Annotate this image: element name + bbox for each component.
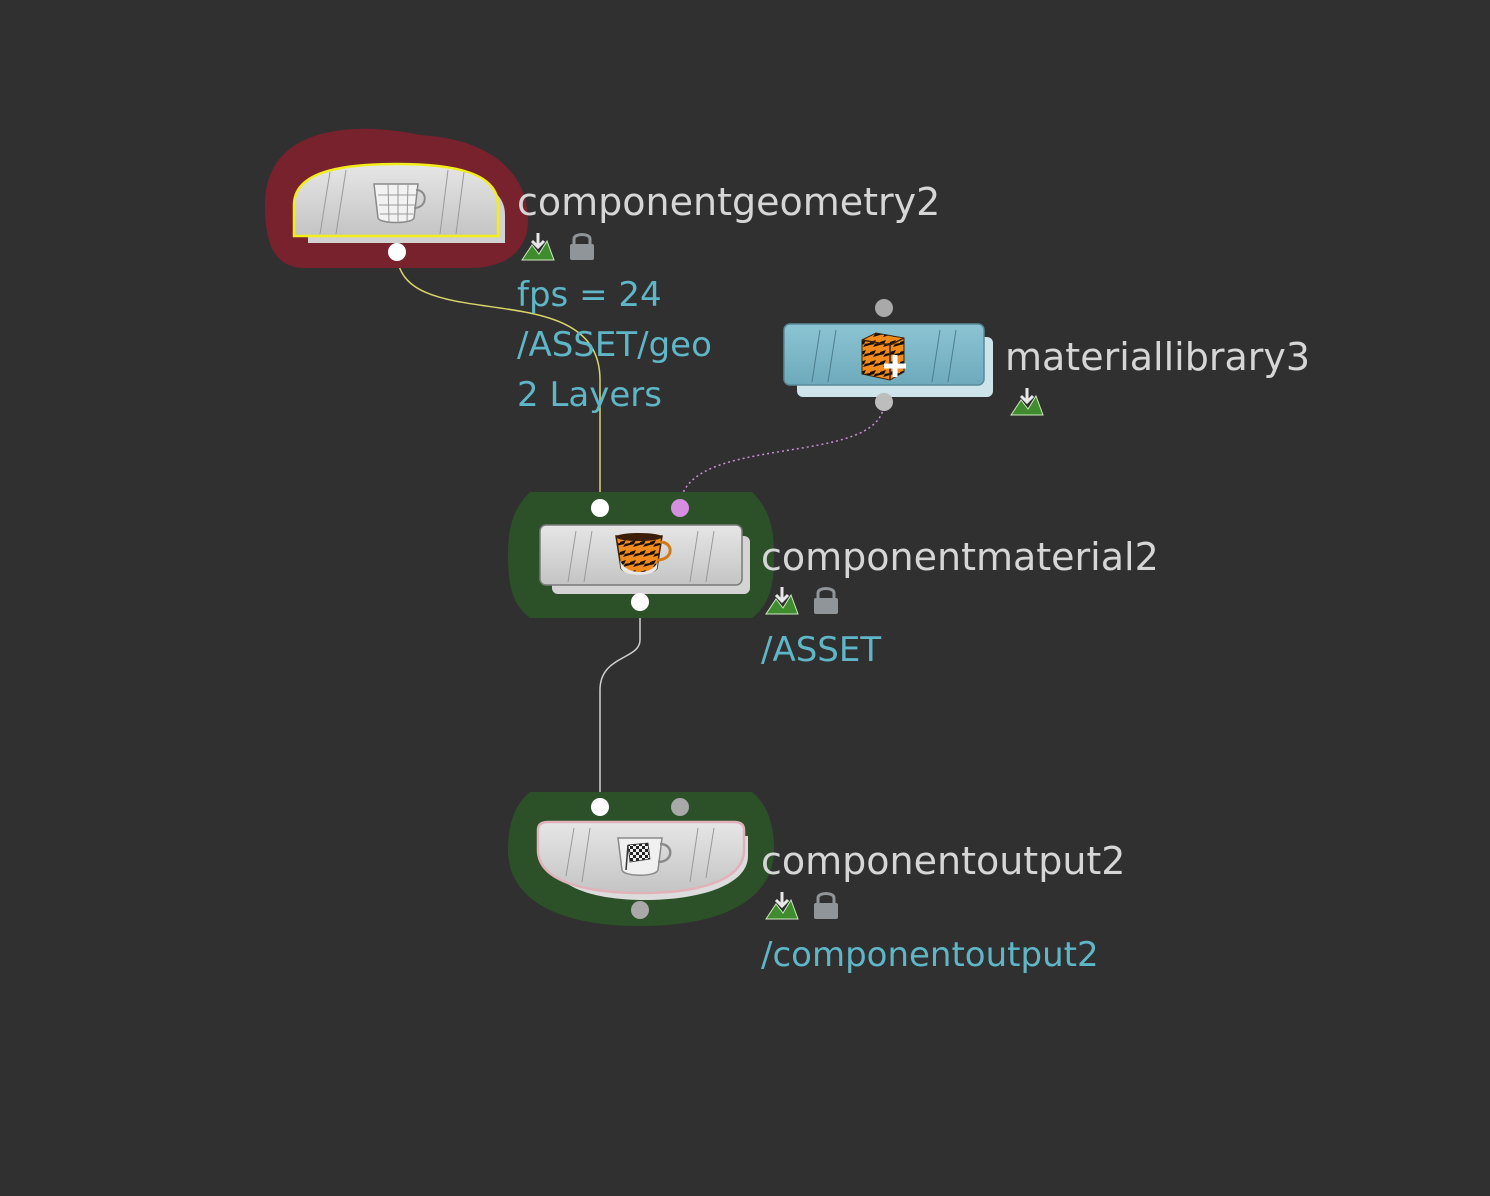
checkered-cup-icon [617,837,672,876]
node-name-label: componentoutput2 [761,839,1126,883]
tiger-cube-plus-icon [861,332,906,381]
output-connector[interactable] [631,593,649,611]
node-name-label: materiallibrary3 [1005,335,1310,379]
node-materiallibrary3[interactable]: materiallibrary3 [783,299,1310,416]
tiger-cup-icon [615,533,672,575]
display-flag-icon[interactable] [765,892,799,920]
connections [396,251,885,807]
node-name-label: componentgeometry2 [517,180,940,224]
info-path: /ASSET/geo [517,325,712,365]
lock-icon[interactable] [570,233,594,261]
lock-icon[interactable] [814,892,838,920]
output-connector[interactable] [875,393,893,411]
node-name-label: componentmaterial2 [761,535,1159,579]
info-path: /ASSET [761,630,881,670]
lock-icon[interactable] [814,587,838,615]
wire-materiallibrary-to-material[interactable] [679,401,885,509]
node-componentgeometry2[interactable]: componentgeometry2 fps = 24 /ASSET/geo 2… [265,128,940,415]
input-connector-material[interactable] [671,499,689,517]
input-connector-secondary[interactable] [671,798,689,816]
wire-material-to-output[interactable] [599,602,641,807]
node-componentmaterial2[interactable]: componentmaterial2 /ASSET [508,492,1159,670]
input-connector[interactable] [591,798,609,816]
display-flag-icon[interactable] [765,587,799,615]
info-layers: 2 Layers [517,375,662,415]
output-connector[interactable] [631,901,649,919]
input-connector-geometry[interactable] [591,499,609,517]
cup-wireframe-icon [373,183,426,224]
display-flag-icon[interactable] [521,233,555,261]
node-componentoutput2[interactable]: componentoutput2 /componentoutput2 [508,792,1126,975]
wire-geometry-to-material[interactable] [396,251,601,508]
display-flag-icon[interactable] [1010,388,1044,416]
info-fps: fps = 24 [517,275,662,315]
info-path: /componentoutput2 [761,935,1099,975]
input-connector[interactable] [875,299,893,317]
output-connector[interactable] [388,243,406,261]
